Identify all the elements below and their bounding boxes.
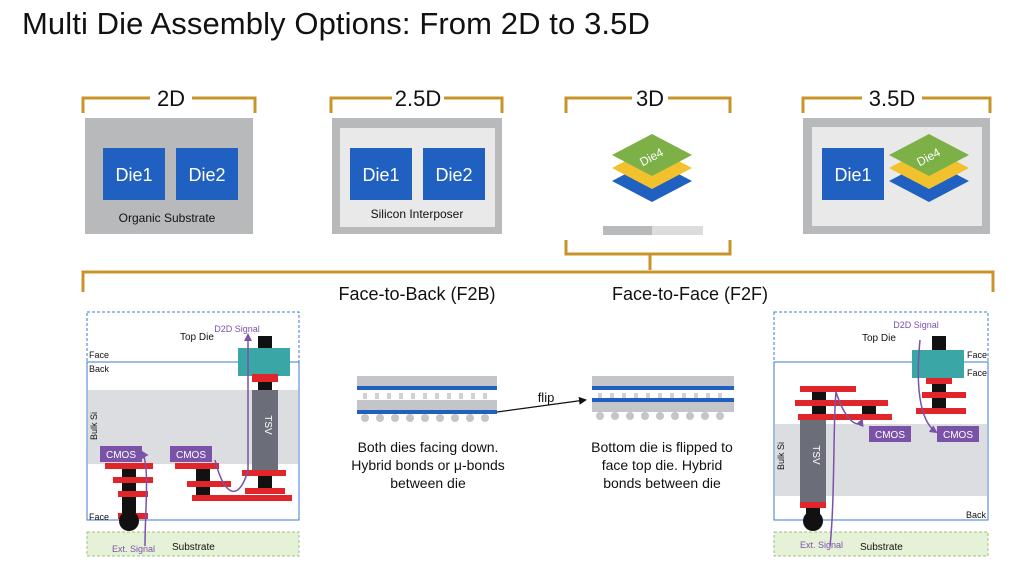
option-label-2d: 2D — [157, 86, 185, 111]
organic-substrate-label: Organic Substrate — [119, 211, 216, 225]
die-stack-3.5d: Die4 — [889, 134, 969, 202]
f2b-schematic — [357, 376, 497, 422]
svg-text:D2D Signal: D2D Signal — [893, 320, 939, 330]
svg-text:Ext. Signal: Ext. Signal — [800, 540, 843, 550]
svg-text:Bulk Si: Bulk Si — [89, 412, 99, 440]
option-label-3.5d: 3.5D — [869, 86, 915, 111]
die1-2.5d-label: Die1 — [362, 165, 399, 185]
svg-text:Substrate: Substrate — [860, 542, 903, 553]
option-brackets — [81, 96, 992, 113]
bracket-3d — [564, 96, 732, 113]
svg-text:Substrate: Substrate — [172, 542, 215, 553]
die-stack-3d: Die4 — [612, 134, 692, 202]
f2b-desc-line3: between die — [390, 475, 466, 491]
f2b-heading: Face-to-Back (F2B) — [338, 284, 495, 304]
svg-text:Ext. Signal: Ext. Signal — [112, 544, 155, 554]
lower-bracket — [81, 270, 995, 292]
die1-2.5d — [350, 148, 412, 200]
die1-2d — [103, 148, 165, 200]
svg-text:D2D Signal: D2D Signal — [214, 324, 260, 334]
bracket-3d-bottom — [564, 240, 732, 270]
scroll-bar-dark — [603, 226, 652, 235]
die2-2.5d-label: Die2 — [435, 165, 472, 185]
svg-text:CMOS: CMOS — [106, 450, 136, 461]
option-label-2.5d: 2.5D — [395, 86, 441, 111]
svg-text:Face: Face — [89, 512, 109, 522]
svg-text:Bulk Si: Bulk Si — [776, 442, 786, 470]
svg-text:Top Die: Top Die — [180, 332, 214, 343]
f2f-desc-line2: face top die. Hybrid — [602, 457, 723, 473]
svg-text:TSV: TSV — [262, 415, 273, 435]
svg-text:Back: Back — [89, 364, 110, 374]
f2f-desc-line1: Bottom die is flipped to — [591, 439, 733, 455]
svg-text:Face: Face — [89, 350, 109, 360]
flip-label: flip — [538, 390, 555, 405]
svg-text:CMOS: CMOS — [943, 430, 973, 441]
svg-text:TSV: TSV — [810, 445, 821, 465]
scroll-bar-light — [652, 226, 703, 235]
bracket-2.5d — [329, 96, 504, 113]
flip-arrow — [496, 396, 587, 413]
f2f-heading: Face-to-Face (F2F) — [612, 284, 768, 304]
f2f-cross-section: TSV CMOS CMOS Top Die D2D Signal Face Fa… — [773, 311, 989, 557]
die1-3.5d — [822, 148, 884, 200]
page-title: Multi Die Assembly Options: From 2D to 3… — [22, 6, 650, 41]
svg-text:CMOS: CMOS — [176, 450, 206, 461]
svg-text:Back: Back — [966, 510, 987, 520]
f2b-cross-section: TSV CMOS CMOS Top Die D2D Signal Face Ba… — [86, 311, 300, 557]
f2f-schematic — [592, 376, 734, 420]
die2-2.5d — [423, 148, 485, 200]
option-label-3d: 3D — [636, 86, 664, 111]
svg-text:CMOS: CMOS — [875, 430, 905, 441]
f2b-desc-line1: Both dies facing down. — [358, 439, 499, 455]
die2-2d-label: Die2 — [188, 165, 225, 185]
svg-text:Face: Face — [967, 368, 987, 378]
svg-text:Top Die: Top Die — [862, 333, 896, 344]
svg-text:Face: Face — [967, 350, 987, 360]
silicon-interposer-label: Silicon Interposer — [371, 207, 464, 221]
bracket-3.5d — [801, 96, 992, 113]
f2b-desc-line2: Hybrid bonds or μ-bonds — [351, 457, 505, 473]
die1-3.5d-label: Die1 — [834, 165, 871, 185]
die1-2d-label: Die1 — [115, 165, 152, 185]
f2f-desc-line3: bonds between die — [603, 475, 721, 491]
die2-2d — [176, 148, 238, 200]
bracket-2d — [81, 96, 257, 113]
